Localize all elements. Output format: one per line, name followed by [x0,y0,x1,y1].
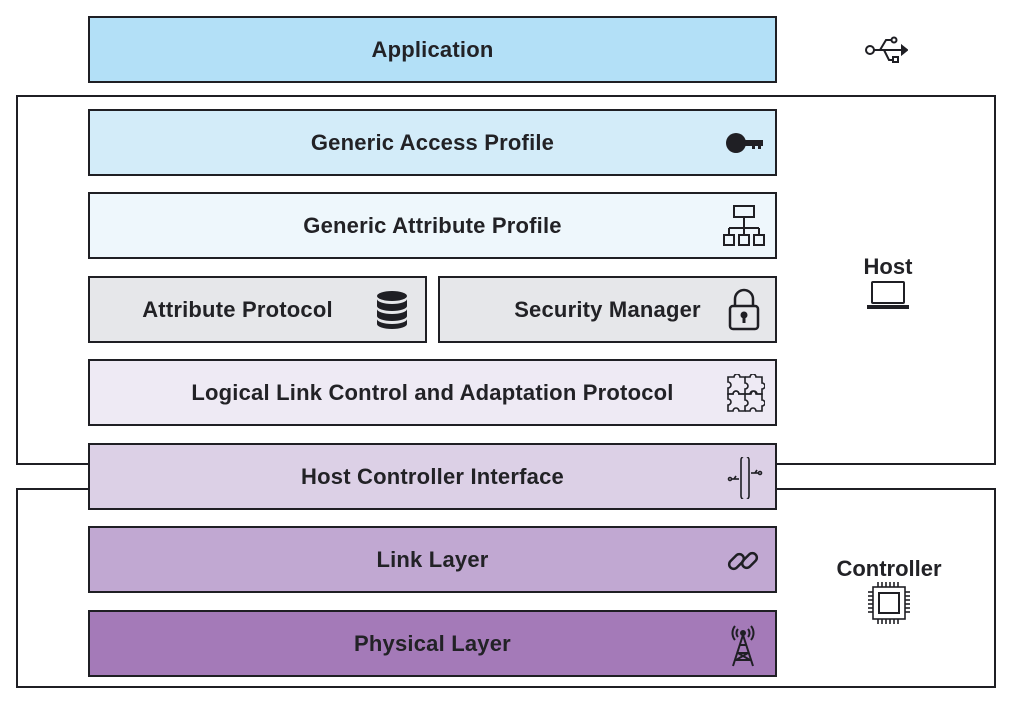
l2cap-layer: Logical Link Control and Adaptation Prot… [88,359,777,426]
host-label: Host [863,254,913,279]
cable-icon [727,457,763,499]
hierarchy-icon [723,204,765,248]
security-manager-label: Security Manager [514,296,701,322]
antenna-icon [725,622,761,668]
link-layer: Link Layer [88,526,777,593]
physical-layer-label: Physical Layer [354,630,511,656]
puzzle-icon [725,374,765,414]
security-manager-layer: Security Manager [438,276,777,343]
key-icon [725,125,765,161]
controller-label: Controller [836,556,942,581]
usb-icon [864,34,908,66]
attribute-protocol-label: Attribute Protocol [142,296,333,322]
link-icon [725,543,761,579]
lock-icon [727,288,761,332]
attribute-protocol-layer: Attribute Protocol [88,276,427,343]
laptop-icon [866,280,910,310]
generic-access-profile-label: Generic Access Profile [310,129,555,155]
host-controller-interface-label: Host Controller Interface [301,463,564,489]
application-label: Application [371,36,494,62]
host-controller-interface-layer: Host Controller Interface [88,443,777,510]
physical-layer: Physical Layer [88,610,777,677]
generic-access-profile-layer: Generic Access Profile [88,109,777,176]
application-layer: Application [88,16,777,83]
database-icon [375,290,409,330]
link-layer-label: Link Layer [376,546,489,572]
generic-attribute-profile-layer: Generic Attribute Profile [88,192,777,259]
l2cap-label: Logical Link Control and Adaptation Prot… [191,379,674,405]
generic-attribute-profile-label: Generic Attribute Profile [303,212,562,238]
chip-icon [867,581,911,625]
